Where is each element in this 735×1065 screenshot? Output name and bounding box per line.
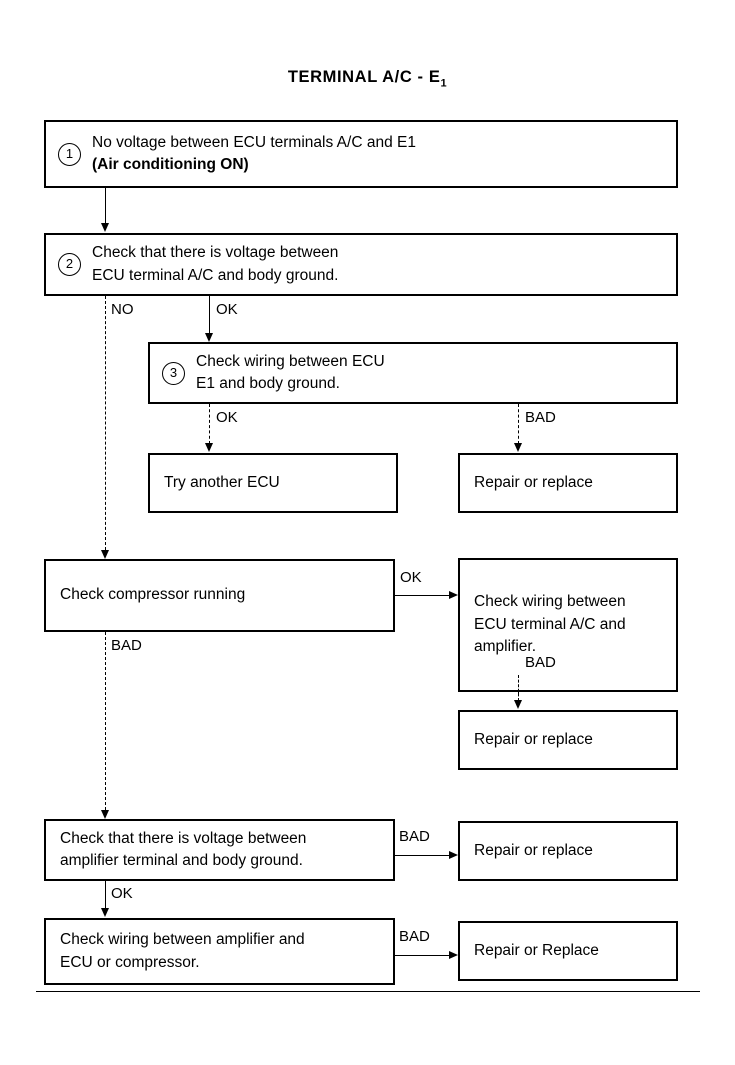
- arrowhead-step3-bad: [513, 443, 522, 452]
- node-step-1-line1: No voltage between ECU terminals A/C and…: [92, 133, 416, 151]
- edge-label-compressor-ok: OK: [400, 569, 422, 586]
- connector-wiring-ecu-bad: [395, 955, 450, 956]
- edge-label-step3-bad: BAD: [525, 409, 556, 426]
- connector-compressor-bad: [105, 632, 106, 810]
- arrowhead-step2-no: [100, 550, 109, 559]
- step-marker-1: 1: [58, 142, 81, 166]
- page-title: TERMINAL A/C - E1: [0, 68, 735, 89]
- arrowhead-compressor-ok: [449, 590, 458, 599]
- edge-label-wiring-amp-bad: BAD: [525, 654, 556, 671]
- node-repair-replace-1: Repair or replace: [458, 453, 678, 513]
- node-check-wiring-ecu-compressor-text: Check wiring between amplifier and ECU o…: [60, 931, 305, 971]
- edge-label-voltage-amp-bad: BAD: [399, 828, 430, 845]
- connector-step2-ok: [209, 296, 210, 334]
- footer-divider: [36, 991, 700, 992]
- page-title-main: TERMINAL A/C - E: [287, 68, 441, 86]
- node-check-voltage-amplifier-text: Check that there is voltage between ampl…: [60, 829, 307, 869]
- node-check-compressor: Check compressor running: [44, 559, 395, 632]
- arrowhead-step2-ok: [204, 333, 213, 342]
- arrowhead-compressor-bad: [100, 810, 109, 819]
- node-repair-replace-4-text: Repair or Replace: [474, 941, 599, 959]
- node-step-2: 2 Check that there is voltage between EC…: [44, 233, 678, 296]
- step-marker-2: 2: [58, 253, 81, 276]
- node-step-1-line2: (Air conditioning ON): [92, 156, 249, 173]
- node-repair-replace-4: Repair or Replace: [458, 921, 678, 981]
- arrowhead-wiring-ecu-bad: [449, 950, 458, 959]
- edge-label-voltage-amp-ok: OK: [111, 885, 133, 902]
- connector-voltage-amp-ok: [105, 881, 106, 909]
- connector-voltage-amp-bad: [395, 855, 450, 856]
- node-step-3: 3 Check wiring between ECU E1 and body g…: [148, 342, 678, 404]
- node-repair-replace-3: Repair or replace: [458, 821, 678, 881]
- node-step-1: 1 No voltage between ECU terminals A/C a…: [44, 120, 678, 188]
- connector-compressor-ok: [395, 595, 450, 596]
- edge-label-wiring-ecu-bad: BAD: [399, 928, 430, 945]
- connector-step2-no: [105, 296, 106, 550]
- connector-step1-to-step2: [105, 188, 106, 224]
- node-step-1-text: No voltage between ECU terminals A/C and…: [46, 132, 422, 177]
- node-step-3-text: Check wiring between ECU E1 and body gro…: [196, 352, 385, 392]
- node-repair-replace-2-text: Repair or replace: [474, 730, 593, 748]
- node-step-2-text: Check that there is voltage between ECU …: [92, 244, 339, 284]
- node-try-another-ecu: Try another ECU: [148, 453, 398, 513]
- step-marker-3: 3: [162, 361, 185, 385]
- connector-wiring-amp-bad-lower: [518, 675, 519, 701]
- arrowhead-step3-ok: [204, 443, 213, 452]
- arrowhead-voltage-amp-bad: [449, 850, 458, 859]
- page-title-subscript: 1: [440, 77, 448, 90]
- node-repair-replace-2: Repair or replace: [458, 710, 678, 770]
- edge-label-step2-ok: OK: [216, 301, 238, 318]
- node-repair-replace-1-text: Repair or replace: [474, 473, 593, 491]
- edge-label-step3-ok: OK: [216, 409, 238, 426]
- connector-step3-ok: [209, 404, 210, 444]
- node-check-compressor-text: Check compressor running: [60, 586, 246, 604]
- node-check-wiring-amplifier-text: Check wiring between ECU terminal A/C an…: [474, 593, 626, 656]
- arrowhead-step1-to-step2: [100, 223, 109, 232]
- node-try-another-ecu-text: Try another ECU: [164, 473, 280, 491]
- node-check-voltage-amplifier: Check that there is voltage between ampl…: [44, 819, 395, 881]
- node-check-wiring-ecu-compressor: Check wiring between amplifier and ECU o…: [44, 918, 395, 985]
- arrowhead-wiring-amp-bad: [513, 700, 522, 709]
- connector-step3-bad: [518, 404, 519, 444]
- arrowhead-voltage-amp-ok: [100, 908, 109, 917]
- edge-label-step2-no: NO: [111, 301, 134, 318]
- edge-label-compressor-bad: BAD: [111, 637, 142, 654]
- node-check-wiring-amplifier: Check wiring between ECU terminal A/C an…: [458, 558, 678, 692]
- node-repair-replace-3-text: Repair or replace: [474, 841, 593, 859]
